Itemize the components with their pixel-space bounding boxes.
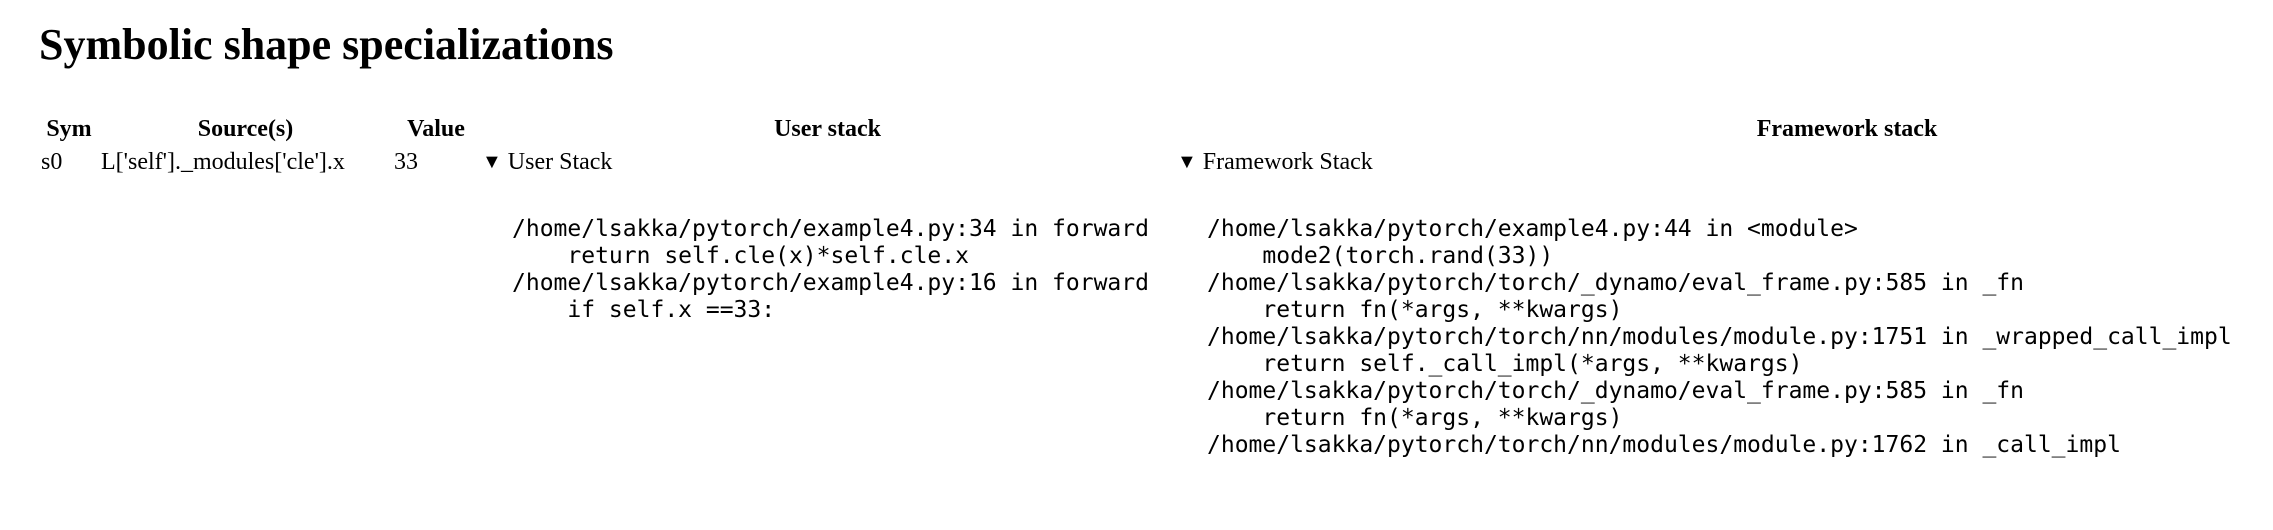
framework-stack-summary[interactable]: ▼Framework Stack <box>1177 146 2273 180</box>
user-stack-summary[interactable]: ▼User Stack <box>482 146 1173 180</box>
collapse-triangle-icon[interactable]: ▼ <box>482 150 502 173</box>
column-header-sources: Source(s) <box>197 115 294 142</box>
framework-stack-trace: /home/lsakka/pytorch/example4.py:44 in <… <box>1207 215 2232 458</box>
framework-stack-summary-label: Framework Stack <box>1202 148 1373 175</box>
cell-value: 33 <box>394 148 418 175</box>
framework-stack-details: ▼Framework Stack /home/lsakka/pytorch/ex… <box>1177 146 2273 459</box>
collapse-triangle-icon[interactable]: ▼ <box>1177 150 1197 173</box>
specializations-table: Sym Source(s) Value User stack Framework… <box>39 113 2273 459</box>
column-header-value: Value <box>407 115 465 142</box>
page-title: Symbolic shape specializations <box>39 20 614 69</box>
column-header-sym: Sym <box>46 115 92 142</box>
column-header-user-stack: User stack <box>774 115 881 142</box>
user-stack-summary-label: User Stack <box>507 148 613 175</box>
page-content: Symbolic shape specializations Sym Sourc… <box>39 19 2273 459</box>
cell-user-stack: ▼User Stack /home/lsakka/pytorch/example… <box>480 146 1175 459</box>
cell-sym: s0 <box>41 148 63 175</box>
column-header-framework-stack: Framework stack <box>1756 115 1938 142</box>
cell-sources: L['self']._modules['cle'].x <box>101 148 345 175</box>
cell-framework-stack: ▼Framework Stack /home/lsakka/pytorch/ex… <box>1175 146 2273 459</box>
table-row: s0 L['self']._modules['cle'].x 33 ▼User … <box>39 146 2273 459</box>
user-stack-details: ▼User Stack /home/lsakka/pytorch/example… <box>482 146 1173 324</box>
user-stack-trace: /home/lsakka/pytorch/example4.py:34 in f… <box>512 215 1149 323</box>
header-row: Sym Source(s) Value User stack Framework… <box>39 113 2273 146</box>
